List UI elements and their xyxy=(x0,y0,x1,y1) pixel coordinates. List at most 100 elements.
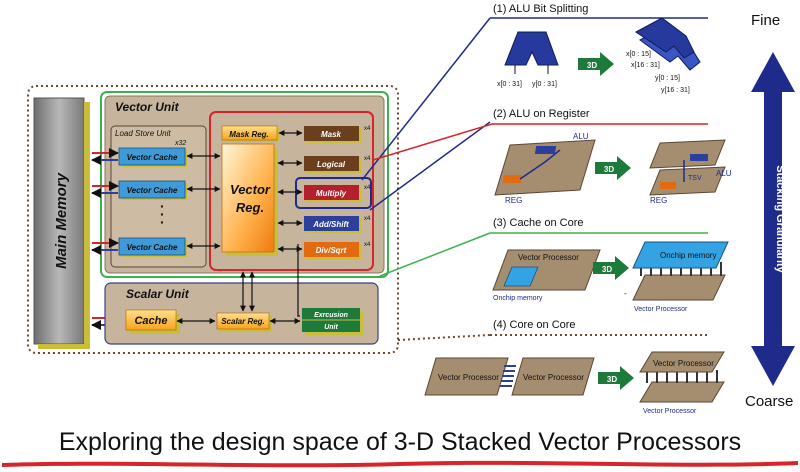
op-div-sqrt-count: x4 xyxy=(364,242,371,248)
ellipsis-dot-3: · xyxy=(160,214,165,230)
execution-unit: Exrcusion Unit xyxy=(302,308,363,335)
vp2-label-3: Vector Processor xyxy=(634,306,688,313)
ellipsis-dot-1: · xyxy=(160,198,165,214)
section-4-title: (4) Core on Core xyxy=(493,319,576,331)
reg-label-2: REG xyxy=(505,196,522,205)
section-core-on-core: (4) Core on Core Vector Processor Vector… xyxy=(424,319,725,415)
fine-label: Fine xyxy=(751,12,780,29)
mask-reg: Mask Reg. xyxy=(221,125,279,142)
vp-label-3: Vector Processor xyxy=(518,253,579,262)
op-mask-label: Mask xyxy=(321,130,342,139)
alu-block-2 xyxy=(534,146,557,154)
op-multiply-label: Multiply xyxy=(316,189,347,198)
die-4-a xyxy=(424,357,509,396)
vector-cache-label-2: Vector Cache xyxy=(127,186,178,195)
section-cache-on-core: (3) Cache on Core Vector Processor Onchi… xyxy=(492,217,729,313)
op-logical-label: Logical xyxy=(317,160,346,169)
arrow-3d-2: 3D xyxy=(595,156,631,180)
y-input: y[0 : 31] xyxy=(532,81,557,88)
op-logical-count: x4 xyxy=(364,156,371,162)
die-3-bottom xyxy=(632,274,726,301)
scalar-reg-label: Scalar Reg. xyxy=(221,317,265,326)
ellipsis-dot-2: · xyxy=(160,206,165,222)
block-diagram: Main Memory Vector Unit Load Store Unit … xyxy=(27,85,399,354)
section-2-title: (2) ALU on Register xyxy=(493,108,590,120)
die-4-b xyxy=(511,357,595,396)
vp-bottom-label-4: Vector Processor xyxy=(643,408,697,415)
vector-reg-label-1: Vector xyxy=(230,182,271,197)
scalar-unit: Scalar Unit Cache Scalar Reg. Exrcusion … xyxy=(104,244,379,345)
stacking-granularity-axis: Fine Stacking Granularity Coarse xyxy=(745,12,795,410)
die-2-top xyxy=(649,139,726,169)
reg-block-2b xyxy=(660,182,676,189)
scalar-cache: Cache xyxy=(125,309,180,334)
op-mask-count: x4 xyxy=(364,126,371,132)
vector-register: Vector Reg. xyxy=(221,143,278,256)
scalar-unit-label: Scalar Unit xyxy=(126,287,190,301)
stacked-alu-top xyxy=(635,17,695,59)
wire-2 xyxy=(519,149,561,180)
vector-cache-3: Vector Cache xyxy=(118,237,187,257)
load-store-unit-label: Load Store Unit xyxy=(115,129,171,138)
scalar-cache-label: Cache xyxy=(134,315,167,327)
alu-shape xyxy=(504,31,559,66)
title-underline xyxy=(2,460,798,468)
reg-label-2b: REG xyxy=(650,196,667,205)
vector-reg-label-2: Reg. xyxy=(236,200,264,215)
y-hi: y[16 : 31] xyxy=(661,87,690,94)
op-multiply: Multiply x4 xyxy=(304,185,371,202)
mask-reg-label: Mask Reg. xyxy=(229,130,269,139)
vp-top-label-4: Vector Processor xyxy=(653,359,714,368)
op-div-sqrt-label: Div/Sqrt xyxy=(316,246,347,255)
execution-unit-label-1: Exrcusion xyxy=(314,312,348,319)
pins-4 xyxy=(646,370,718,383)
op-mask: Mask x4 xyxy=(304,126,371,143)
bridge-4 xyxy=(500,365,516,387)
op-add-shift: Add/Shift x4 xyxy=(304,216,371,233)
arrow-3d-4-label: 3D xyxy=(607,375,617,384)
scalar-arrows xyxy=(176,244,301,324)
op-div-sqrt: Div/Sqrt x4 xyxy=(304,242,371,259)
section-alu-bit-splitting: (1) ALU Bit Splitting x[0 : 31] y[0 : 31… xyxy=(493,3,701,94)
arrow-3d-1-label: 3D xyxy=(587,61,597,70)
vector-cache-label-3: Vector Cache xyxy=(127,243,178,252)
x-lo: x[0 : 15] xyxy=(626,51,651,58)
onchip-top-label: Onchip memory xyxy=(660,251,716,260)
section-3-title: (3) Cache on Core xyxy=(493,217,584,229)
lsu-count: x32 xyxy=(174,140,186,147)
main-memory-label: Main Memory xyxy=(53,172,70,269)
vp-a-label-4: Vector Processor xyxy=(438,373,499,382)
page-title: Exploring the design space of 3-D Stacke… xyxy=(59,428,741,456)
x-input: x[0 : 31] xyxy=(497,81,522,88)
alu-label-2b: ALU xyxy=(716,169,732,178)
vector-unit: Vector Unit Load Store Unit x32 Vector C… xyxy=(100,91,389,278)
section-1-title: (1) ALU Bit Splitting xyxy=(493,3,588,15)
connector-lines xyxy=(361,17,708,341)
processor-dotted-border xyxy=(27,85,399,354)
die-4-bottom xyxy=(639,381,725,403)
granularity-label: Stacking Granularity xyxy=(774,165,786,273)
reg-block-2 xyxy=(502,175,523,183)
dash-3: - xyxy=(624,289,627,298)
x-hi: x[16 : 31] xyxy=(631,62,660,69)
vector-cache-label-1: Vector Cache xyxy=(127,153,178,162)
die-4-top xyxy=(639,351,725,373)
op-add-shift-count: x4 xyxy=(364,216,371,222)
execution-unit-label-2: Unit xyxy=(324,324,338,331)
coarse-label: Coarse xyxy=(745,393,793,410)
vector-cache-2: Vector Cache xyxy=(118,180,187,200)
main-memory: Main Memory xyxy=(33,97,90,349)
onchip-memory-3 xyxy=(503,266,539,287)
onchip-label-3: Onchip memory xyxy=(493,295,543,302)
vector-unit-label: Vector Unit xyxy=(115,100,180,114)
scalar-reg: Scalar Reg. xyxy=(216,312,272,332)
onchip-memory-top xyxy=(632,241,729,269)
arrow-3d-3: 3D xyxy=(593,256,629,280)
alu-block-2b xyxy=(690,154,708,161)
op-multiply-count: x4 xyxy=(364,185,371,191)
arrow-3d-3-label: 3D xyxy=(602,265,612,274)
vector-cache-1: Vector Cache xyxy=(118,147,187,167)
alu-label-2: ALU xyxy=(573,132,589,141)
cache-vreg-arrows xyxy=(186,153,221,249)
